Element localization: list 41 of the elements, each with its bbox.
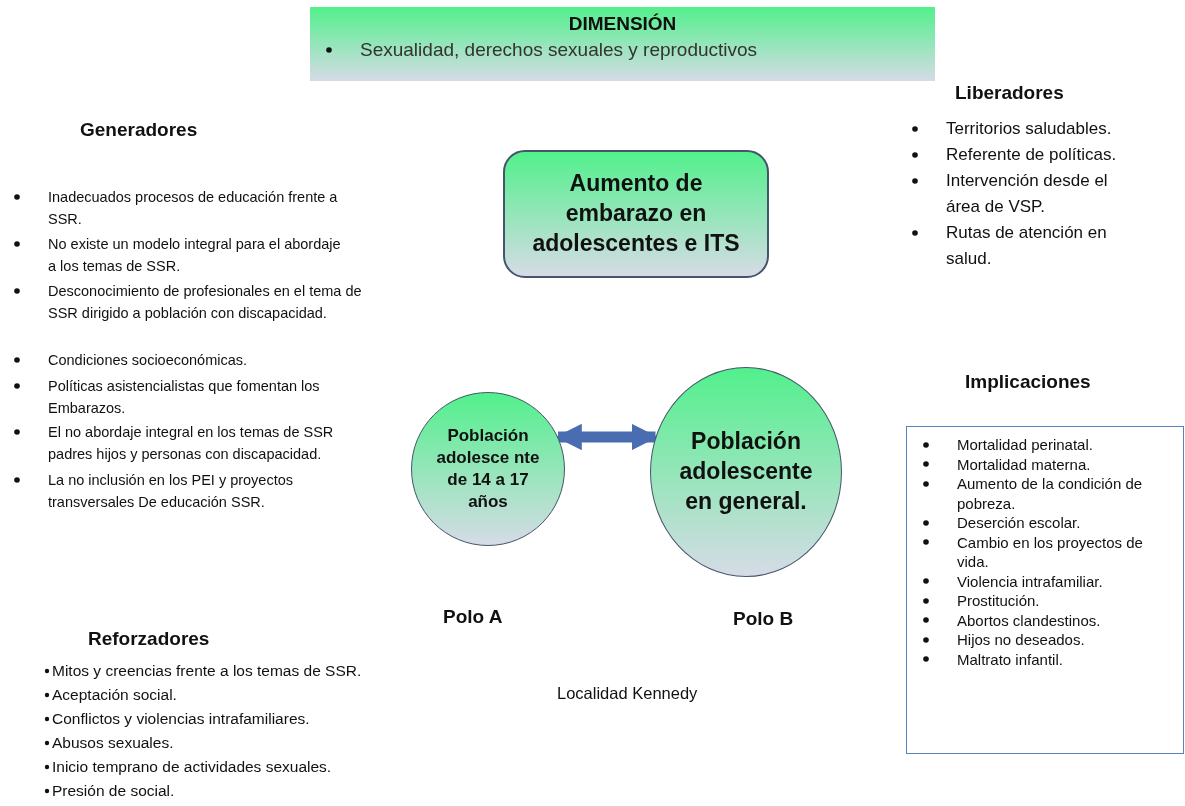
list-item: Mitos y creencias frente a los temas de SSR. [44, 662, 362, 680]
list-item: Abortos clandestinos. [957, 610, 1162, 630]
dimension-heading: DIMENSIÓN [567, 13, 678, 35]
list-item: Deserción escolar. [957, 513, 1162, 533]
list-item: Presión de social. [44, 782, 175, 800]
list-item: Rutas de atención en salud. [946, 220, 1146, 272]
dimension-item: Sexualidad, derechos sexuales y reproductivos [360, 39, 758, 61]
list-item: El no abordaje integral en los temas de SSR padres hijos y personas con discapacidad. [48, 421, 378, 465]
list-item: Referente de políticas. [946, 142, 1176, 168]
box-title: Aumento de embarazo en adolescentes e ITS [531, 169, 741, 258]
list-item: Aceptación social. [44, 686, 177, 704]
list-item: La no inclusión en los PEI y proyectos transversales De educación SSR. [48, 469, 348, 513]
circle-label: Población adolescente en general. [678, 427, 814, 516]
list-item: Hijos no deseados. [957, 630, 1162, 650]
location-note: Localidad Kennedy [557, 684, 698, 703]
section-heading: Generadores [80, 119, 198, 141]
list-item: Maltrato infantil. [957, 649, 1162, 669]
title-banner [310, 7, 935, 81]
circle-label: Población adolesce nte de 14 a 17 años [435, 424, 541, 514]
list-item: Desconocimiento de profesionales en el tema de SSR dirigido a población con discapacidad. [48, 280, 368, 324]
list-item: Mortalidad materna. [957, 454, 1162, 474]
list-item: Territorios saludables. [946, 116, 1176, 142]
list-item: Intervención desde el área de VSP. [946, 168, 1146, 220]
list-item: Aumento de la condición de pobreza. [957, 474, 1162, 513]
list-item: Conflictos y violencias intrafamiliares. [44, 710, 310, 728]
pole-label: Polo B [733, 608, 794, 630]
section-heading: Implicaciones [965, 371, 1091, 393]
section-heading: Reforzadores [88, 628, 210, 650]
problem-box [503, 150, 769, 278]
list-item: Políticas asistencialistas que fomentan los Embarazos. [48, 375, 378, 419]
list-item: Condiciones socioeconómicas. [48, 349, 368, 371]
list-item: Cambio en los proyectos de vida. [957, 532, 1162, 572]
list-item: No existe un modelo integral para el abordaje a los temas de SSR. [48, 233, 348, 277]
section-heading: Liberadores [955, 82, 1064, 104]
list-item: Violencia intrafamiliar. [957, 571, 1162, 591]
pole-label: Polo A [443, 606, 503, 628]
list-item: Inadecuados procesos de educación frente a SSR. [48, 186, 348, 230]
list-item: Mortalidad perinatal. [957, 435, 1162, 455]
list-item: Inicio temprano de actividades sexuales. [44, 758, 332, 776]
list-item: Prostitución. [957, 591, 1162, 611]
list-item: Abusos sexuales. [44, 734, 174, 752]
